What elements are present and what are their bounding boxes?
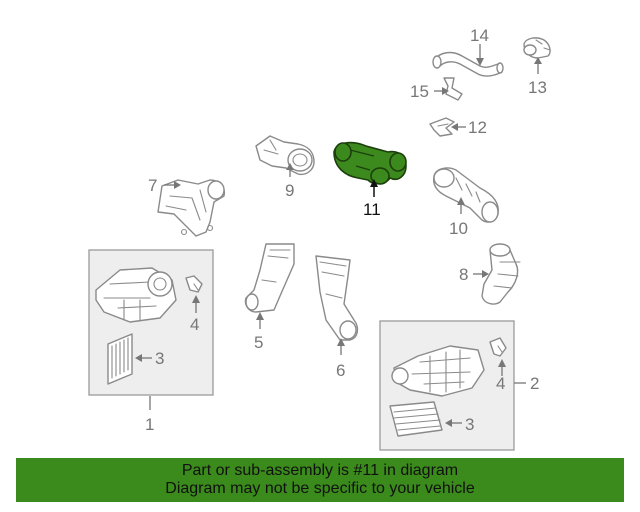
label-5: 5 bbox=[254, 333, 263, 352]
part-14-hose[interactable] bbox=[432, 51, 504, 77]
part-7-duct[interactable] bbox=[157, 179, 226, 237]
label-14: 14 bbox=[470, 26, 489, 45]
part-9-elbow-hose[interactable] bbox=[255, 135, 315, 176]
label-2: 2 bbox=[530, 374, 539, 393]
label-3-right: 3 bbox=[465, 415, 474, 434]
part-4-sensor-left[interactable] bbox=[185, 275, 203, 293]
part-11-intake-duct[interactable] bbox=[333, 141, 407, 185]
assembly-1-air-cleaner[interactable] bbox=[95, 267, 177, 323]
label-7: 7 bbox=[148, 176, 157, 195]
banner-line-2: Diagram may not be specific to your vehi… bbox=[165, 480, 475, 497]
label-15: 15 bbox=[410, 82, 429, 101]
part-6-duct[interactable] bbox=[315, 255, 359, 341]
label-4-left: 4 bbox=[190, 315, 199, 334]
label-11: 11 bbox=[363, 200, 381, 219]
banner-line-1: Part or sub-assembly is #11 in diagram bbox=[181, 462, 459, 479]
part-15-bracket[interactable] bbox=[443, 77, 463, 101]
info-banner: Part or sub-assembly is #11 in diagram D… bbox=[16, 458, 624, 502]
label-9: 9 bbox=[285, 181, 294, 200]
part-8-hose[interactable] bbox=[481, 243, 521, 305]
label-6: 6 bbox=[336, 361, 345, 380]
part-12-clip[interactable] bbox=[429, 117, 455, 137]
label-12: 12 bbox=[468, 118, 487, 137]
part-4-sensor-right[interactable] bbox=[489, 337, 507, 357]
part-10-hose[interactable] bbox=[432, 167, 499, 223]
label-13: 13 bbox=[528, 78, 547, 97]
label-10: 10 bbox=[449, 219, 468, 238]
label-3-left: 3 bbox=[155, 349, 164, 368]
part-5-duct[interactable] bbox=[244, 243, 295, 313]
assembly-2-air-cleaner[interactable] bbox=[391, 345, 485, 397]
label-8: 8 bbox=[459, 265, 468, 284]
label-4-right: 4 bbox=[496, 374, 505, 393]
part-3-filter-left[interactable] bbox=[107, 333, 133, 385]
part-3-filter-right[interactable] bbox=[389, 401, 443, 437]
label-1: 1 bbox=[145, 415, 154, 434]
part-13-grommet[interactable] bbox=[523, 37, 551, 59]
